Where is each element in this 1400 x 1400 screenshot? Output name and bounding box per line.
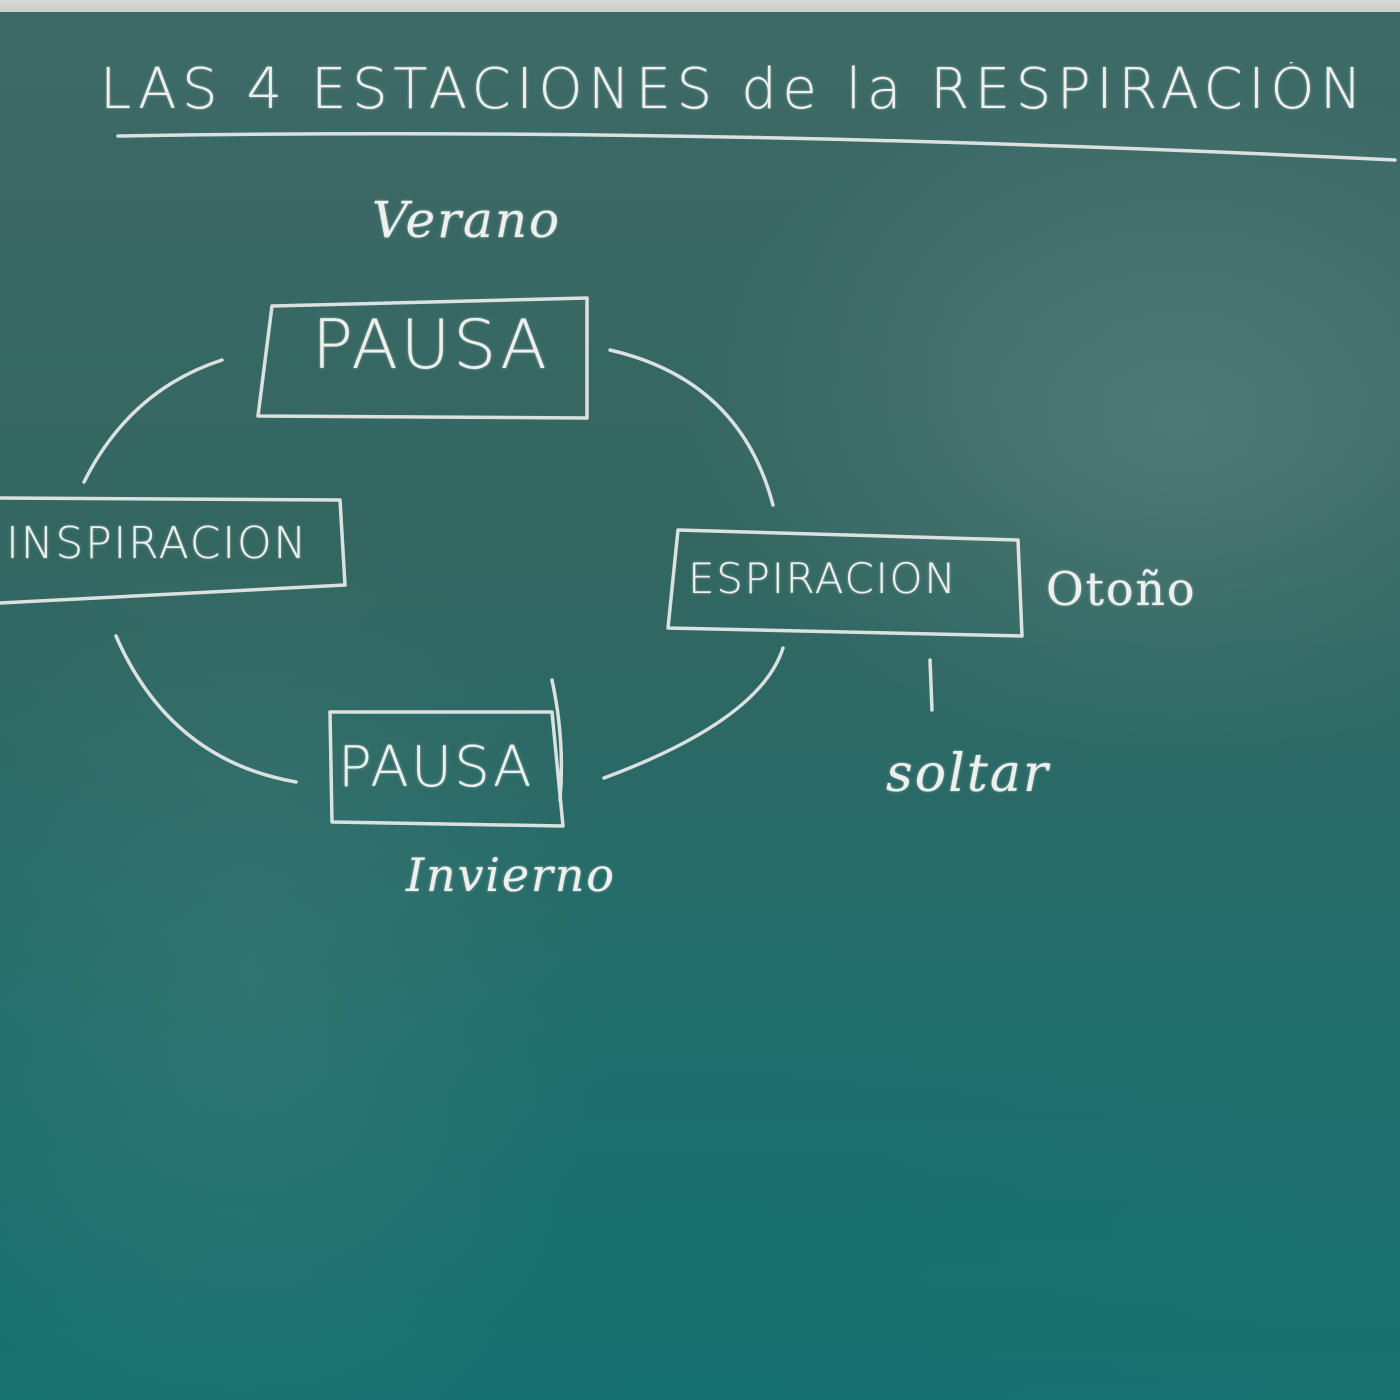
title-underline — [116, 131, 1397, 162]
arc-top-right — [608, 348, 775, 507]
inspiracion-box — [0, 496, 347, 605]
connector-line — [928, 658, 934, 712]
arc-bottom-right — [602, 646, 785, 780]
arc-bottom-pausa-side — [550, 678, 564, 802]
page-title: LAS 4 ESTACIONES de la RESPIRACIÓN — [100, 62, 1368, 118]
board-frame-edge — [0, 0, 1400, 12]
top-pausa-label: PAUSA — [312, 306, 550, 385]
season-summer: Verano — [372, 191, 562, 249]
espiracion-label: ESPIRACION — [688, 554, 958, 603]
top-pausa-box — [256, 296, 589, 420]
arc-top-left — [82, 358, 224, 484]
season-autumn: Otoño — [1046, 562, 1197, 616]
inspiracion-label: INSPIRACION — [6, 518, 309, 569]
espiracion-box — [666, 528, 1024, 638]
soltar-note: soltar — [886, 744, 1050, 804]
bottom-pausa-label: PAUSA — [338, 735, 534, 800]
bottom-pausa-box — [328, 710, 565, 828]
season-winter: Invierno — [406, 848, 616, 902]
arc-bottom-left — [114, 634, 298, 784]
